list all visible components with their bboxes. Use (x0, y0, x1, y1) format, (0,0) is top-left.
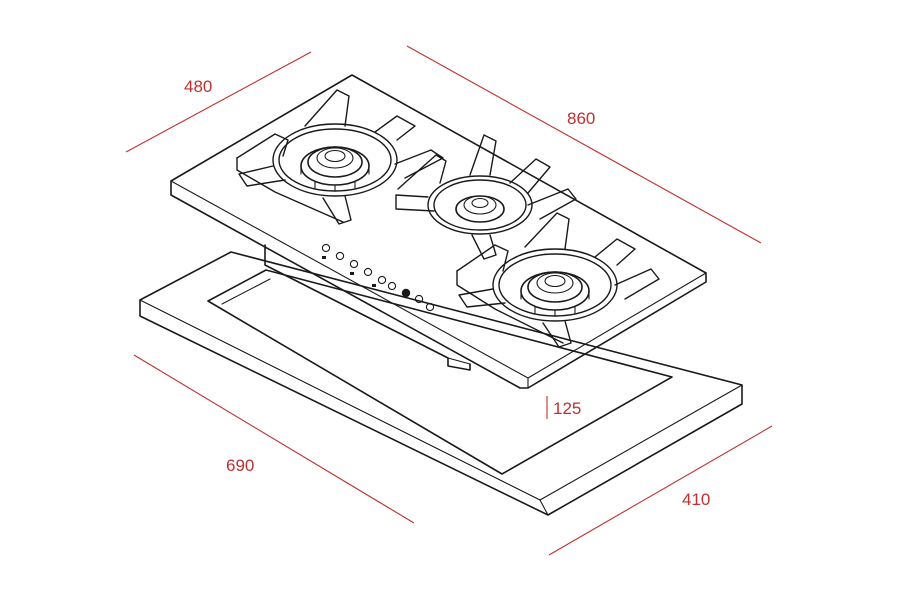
burner-center (395, 134, 577, 260)
grate-arm (542, 320, 572, 348)
control-knob-main[interactable] (401, 288, 411, 298)
knob-indicator-icon (322, 256, 326, 259)
grate-arm (394, 149, 444, 179)
height-label: 125 (553, 399, 581, 418)
dimension-labels: 480 860 125 690 410 (184, 77, 710, 509)
grate-arm (614, 268, 660, 300)
grate-frame (456, 270, 564, 344)
depth-label: 480 (184, 77, 212, 96)
worktop-outer-edge (139, 251, 743, 516)
hob-body (264, 244, 471, 371)
control-knob[interactable] (349, 259, 359, 269)
burner-cap-ring (307, 146, 363, 178)
burner-cap (316, 147, 354, 169)
hob-body-foot (447, 357, 471, 365)
grate-outer-ring (427, 175, 533, 235)
control-knob[interactable] (377, 275, 387, 285)
grate-arm (471, 234, 497, 260)
burner-cap-outer (300, 146, 370, 186)
grate-arm (236, 133, 289, 159)
grate-arm (594, 238, 636, 266)
control-knob[interactable] (414, 294, 424, 304)
grate-arm (397, 154, 447, 190)
burner-cap-outer (455, 195, 505, 223)
cutout-inner-lip (221, 278, 271, 305)
grate-arm (304, 89, 350, 127)
dimension-lines (125, 45, 773, 556)
control-knob[interactable] (363, 267, 373, 277)
grate-arm (322, 195, 352, 225)
burner-cap-outer (520, 271, 590, 311)
burner-cap (536, 272, 574, 294)
burner-flame-ports (300, 167, 370, 192)
cutout-depth-label: 410 (682, 490, 710, 509)
grate-inner-ring (433, 179, 527, 231)
grate-outer-ring (272, 123, 398, 197)
cutout-opening (207, 269, 673, 475)
grate-arm (458, 288, 506, 308)
control-knob[interactable] (387, 281, 397, 291)
control-panel (321, 243, 435, 312)
hob-body-box (264, 244, 471, 371)
cutout-width-label: 690 (226, 456, 254, 475)
control-knob[interactable] (321, 243, 331, 253)
glass-top-surface (170, 74, 707, 389)
burner-cap-ring (527, 271, 583, 303)
burner-flame-ports (520, 292, 590, 317)
grate-arm (456, 244, 509, 272)
grate-frame (236, 157, 344, 223)
grate-inner-ring (278, 128, 392, 192)
grate-arm (238, 165, 286, 187)
grate-arm (509, 158, 551, 194)
cutout-depth-dimension-line (548, 425, 773, 556)
control-knob[interactable] (425, 302, 435, 312)
burner-crown (544, 274, 566, 288)
burner-left (236, 89, 444, 225)
glass-top (170, 74, 707, 389)
depth-dimension-line (125, 51, 312, 153)
width-label: 860 (567, 109, 595, 128)
width-dimension-line (406, 45, 762, 244)
burner-right (456, 212, 660, 348)
grate-inner-ring (498, 253, 612, 317)
grate-arm (469, 134, 497, 176)
cutout-width-dimension-line (133, 354, 415, 524)
burner-crown (471, 197, 489, 209)
grate-arm (395, 194, 435, 212)
worktop-frame (139, 251, 743, 516)
grate-arm (524, 212, 570, 250)
burner-cap (463, 195, 497, 215)
grate-outer-ring (492, 248, 618, 322)
burner-crown (324, 149, 346, 163)
knob-indicator-icon (350, 272, 354, 275)
control-knob[interactable] (335, 251, 345, 261)
grate-arm (527, 188, 577, 220)
knob-indicator-icon (372, 284, 376, 287)
worktop-corner (539, 499, 549, 516)
grate-arm (374, 115, 416, 141)
